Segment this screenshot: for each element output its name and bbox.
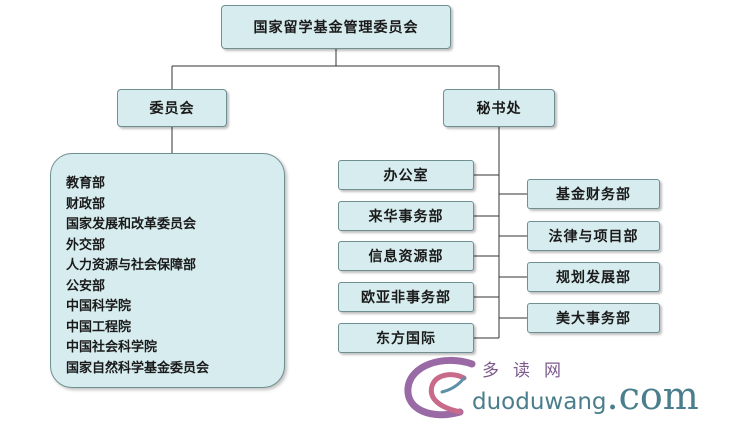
member-item: 人力资源与社会保障部 — [66, 258, 197, 273]
secretariat-node: 秘书处 — [443, 89, 555, 127]
member-item: 中国工程院 — [66, 319, 132, 335]
watermark-en-text: duoduwang.com — [472, 374, 699, 418]
dept-information-resources: 信息资源部 — [338, 241, 474, 271]
root-node: 国家留学基金管理委员会 — [221, 5, 451, 49]
watermark: 多读网 duoduwang.com — [402, 352, 730, 424]
member-item: 中国科学院 — [66, 299, 132, 314]
dept-law-projects: 法律与项目部 — [527, 221, 660, 251]
member-item: 教育部 — [66, 176, 106, 191]
dept-office: 办公室 — [338, 160, 474, 190]
watermark-cn-text: 多读网 — [482, 361, 575, 381]
watermark-tld: .com — [606, 374, 699, 418]
dept-eurasia-africa-affairs: 欧亚非事务部 — [338, 282, 474, 312]
member-item: 财政部 — [66, 196, 106, 212]
member-item: 外交部 — [66, 237, 106, 253]
committee-members-list: 教育部 财政部 国家发展和改革委员会 外交部 人力资源与社会保障部 公安部 中国… — [50, 153, 285, 388]
watermark-swirl-icon — [404, 357, 476, 419]
member-item: 中国社会科学院 — [66, 340, 158, 355]
member-item: 国家发展和改革委员会 — [66, 217, 197, 232]
dept-fund-finance: 基金财务部 — [527, 179, 660, 209]
committee-node: 委员会 — [117, 89, 227, 127]
watermark-domain: duoduwang — [472, 389, 607, 415]
member-item: 公安部 — [66, 278, 106, 294]
dept-planning-development: 规划发展部 — [527, 262, 660, 292]
dept-dongfang-international: 东方国际 — [338, 323, 474, 353]
member-item: 国家自然科学基金委员会 — [66, 360, 210, 376]
dept-americas-oceania-affairs: 美大事务部 — [527, 303, 660, 333]
dept-china-affairs: 来华事务部 — [338, 201, 474, 231]
